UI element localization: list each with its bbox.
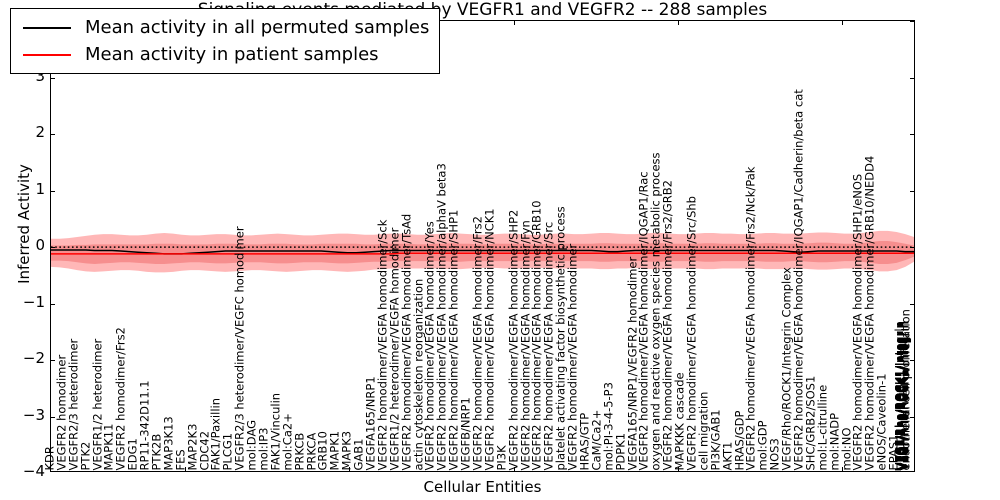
x-tick-mark (185, 467, 187, 471)
y-tick-label: 0 (35, 236, 45, 254)
y-tick-mark (51, 190, 55, 192)
y-tick-label: 3 (35, 66, 45, 85)
chart-legend: Mean activity in all permuted samples Me… (10, 8, 441, 74)
legend-label-permuted: Mean activity in all permuted samples (85, 17, 430, 38)
inner-confidence-band (51, 240, 914, 264)
legend-item-permuted: Mean activity in all permuted samples (17, 14, 429, 41)
y-tick-mark (910, 21, 914, 22)
y-tick-label: −3 (22, 405, 45, 424)
y-tick-label: −1 (22, 292, 45, 311)
y-tick-mark (910, 247, 914, 248)
y-tick-mark (51, 77, 55, 79)
y-tick-mark (51, 416, 55, 418)
y-tick-mark (910, 303, 914, 305)
data-layers (51, 230, 914, 273)
x-axis-label: Cellular Entities (423, 478, 542, 496)
x-tick-mark (678, 21, 680, 25)
legend-label-patient: Mean activity in patient samples (85, 44, 379, 65)
x-tick-mark (842, 467, 844, 471)
y-tick-mark (51, 360, 55, 361)
x-tick-mark (349, 467, 351, 471)
series-0 (51, 249, 914, 255)
x-tick-mark (842, 21, 844, 25)
legend-swatch-red (23, 53, 71, 56)
y-tick-mark (910, 77, 914, 79)
y-tick-mark (51, 134, 55, 135)
y-tick-mark (910, 416, 914, 418)
x-tick-mark (513, 467, 515, 471)
y-tick-mark (51, 303, 55, 305)
series-1 (51, 252, 914, 255)
y-tick-mark (910, 190, 914, 192)
y-tick-mark (910, 134, 914, 135)
y-tick-label: 2 (35, 123, 45, 141)
x-tick-mark (513, 21, 515, 25)
x-tick-mark (678, 467, 680, 471)
legend-swatch-black (23, 26, 71, 29)
y-tick-label: −4 (22, 462, 45, 480)
y-tick-label: −2 (22, 349, 45, 367)
legend-item-patient: Mean activity in patient samples (17, 41, 429, 68)
y-tick-label: 1 (35, 179, 45, 198)
y-tick-mark (910, 360, 914, 361)
y-tick-mark (51, 247, 55, 248)
plot-area (50, 20, 915, 472)
